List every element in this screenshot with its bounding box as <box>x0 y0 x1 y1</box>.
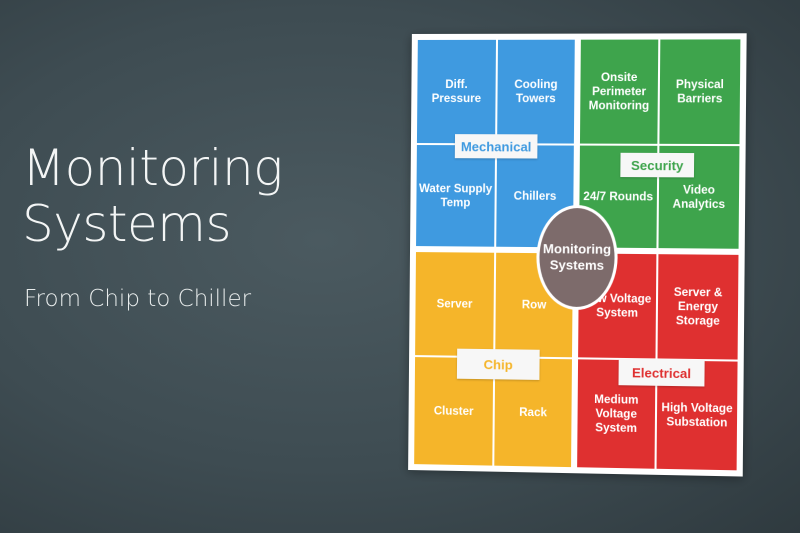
slide-title-line1: Monitoring <box>22 139 283 197</box>
slide-title-line2: Systems <box>22 195 231 253</box>
monitoring-diagram: Diff. Pressure Cooling Towers Water Supp… <box>408 33 747 477</box>
electrical-server-energy-storage: Server & Energy Storage <box>657 254 739 360</box>
mechanical-diff-pressure: Diff. Pressure <box>416 39 497 144</box>
chip-label: Chip <box>456 348 540 380</box>
slide-title: Monitoring Systems <box>22 140 283 252</box>
slide-subtitle: From Chip to Chiller <box>24 286 252 312</box>
mechanical-label: Mechanical <box>454 134 538 159</box>
electrical-label: Electrical <box>618 358 705 387</box>
mechanical-cooling-towers: Cooling Towers <box>497 39 575 144</box>
security-physical-barriers: Physical Barriers <box>659 39 741 145</box>
security-label: Security <box>620 152 695 178</box>
security-onsite-perimeter: Onsite Perimeter Monitoring <box>579 39 659 144</box>
hub-label-line2: Systems <box>549 257 605 273</box>
mechanical-water-supply-temp: Water Supply Temp <box>416 145 496 247</box>
hub-label-line1: Monitoring <box>542 241 612 257</box>
chip-server: Server <box>415 252 495 357</box>
